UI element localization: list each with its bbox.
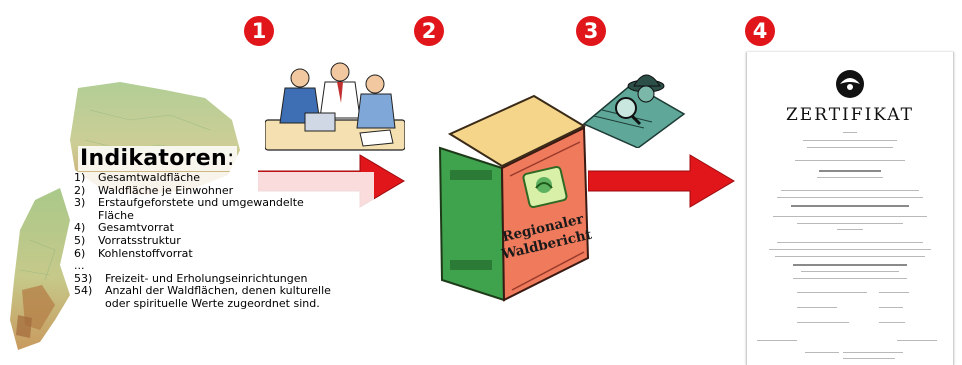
step-3-badge: 3 [576, 16, 606, 46]
step-4-badge: 4 [745, 16, 775, 46]
inspector-with-magnifier-illustration [582, 74, 686, 148]
team-meeting-illustration [265, 62, 405, 151]
item-text: Kohlenstoffvorrat [98, 246, 193, 260]
item-text: Freizeit- und Erholungseinrichtungen [105, 271, 308, 285]
list-item: 5) Vorratsstruktur [74, 233, 374, 248]
list-item: 3) Erstaufgeforstete und umgewandelte [74, 197, 374, 210]
indicators-heading-colon: : [226, 146, 235, 171]
list-ellipsis: ... [74, 259, 85, 273]
regional-report-book-image [438, 94, 590, 302]
item-number: 53) [74, 271, 93, 285]
item-text-continued: oder spirituelle Werte zugeordnet sind. [105, 296, 320, 310]
item-number: 54) [74, 284, 93, 298]
item-number: 1) [74, 171, 86, 184]
item-text: Erstaufgeforstete und umgewandelte [98, 196, 304, 210]
step-2-badge: 2 [414, 16, 444, 46]
certification-seal-icon [836, 70, 864, 98]
certificate-title: ZERTIFIKAT [786, 105, 914, 125]
step-1-badge: 1 [244, 16, 274, 46]
item-text-continued: Fläche [98, 208, 134, 222]
item-number: 4) [74, 221, 86, 235]
item-number: 2) [74, 183, 86, 197]
item-number: 3) [74, 196, 86, 210]
list-item: 6) Kohlenstoffvorrat [74, 246, 374, 261]
list-item: 4) Gesamtvorrat [74, 222, 374, 235]
list-item: 2) Waldfläche je Einwohner [74, 183, 374, 198]
arrow-step-2-to-4 [588, 154, 735, 208]
item-text: Gesamtwaldfläche [98, 171, 201, 184]
indicators-heading: Indikatoren: [78, 146, 237, 171]
item-number: 6) [74, 246, 86, 260]
item-text: Vorratsstruktur [98, 233, 181, 247]
indicators-heading-text: Indikatoren [80, 146, 227, 171]
item-text: Anzahl der Waldflächen, denen kulturelle [105, 284, 331, 298]
item-text: Waldfläche je Einwohner [98, 183, 234, 197]
item-number: 5) [74, 233, 86, 247]
item-text: Gesamtvorrat [98, 221, 174, 235]
list-item: 1) Gesamtwaldfläche [74, 171, 374, 185]
indicator-list: 1) Gesamtwaldfläche 2) Waldfläche je Einwo… [74, 171, 374, 311]
certificate-document: ZERTIFIKAT [746, 52, 954, 365]
list-item: 54) Anzahl der Waldflächen, denen kulture… [74, 285, 374, 298]
list-item: 53) Freizeit- und Erholungseinrichtungen [74, 271, 374, 286]
